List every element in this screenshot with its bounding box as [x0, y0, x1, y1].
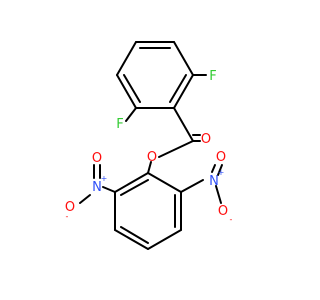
- nitro-oxygen-atom: O: [216, 150, 226, 165]
- bond: [158, 140, 194, 158]
- bond: [125, 107, 137, 122]
- bond: [114, 172, 149, 193]
- bond: [102, 186, 116, 193]
- bond: [116, 74, 137, 109]
- bond: [215, 185, 222, 204]
- bond: [147, 172, 182, 193]
- nitro-oxygen-atom: O: [218, 204, 228, 219]
- bond: [114, 229, 149, 250]
- bond: [120, 179, 149, 196]
- bond: [211, 164, 216, 173]
- nitrogen-atom: N: [92, 180, 102, 195]
- bond: [173, 107, 194, 142]
- bond: [120, 226, 149, 244]
- bond: [147, 161, 152, 174]
- fluorine-atom: F: [209, 69, 216, 84]
- positive-charge: +: [101, 174, 108, 183]
- nitro-oxygen-atom: O: [92, 151, 102, 166]
- bond: [173, 74, 194, 109]
- positive-charge: +: [218, 168, 225, 177]
- molecule-structure: F F O O N + O O - N + O O -: [65, 41, 233, 250]
- atom-labels: F F O O N + O O - N + O O -: [65, 69, 233, 224]
- negative-charge: -: [66, 212, 69, 221]
- bond: [123, 74, 141, 103]
- fluorine-atom: F: [116, 117, 123, 132]
- bond: [169, 74, 187, 103]
- negative-charge: -: [230, 215, 233, 224]
- nitro-oxygen-atom: O: [65, 200, 75, 215]
- carbonyl-oxygen-atom: O: [201, 132, 211, 147]
- bond: [79, 194, 91, 204]
- bond: [180, 179, 204, 193]
- bond: [217, 164, 223, 176]
- bond: [116, 41, 137, 76]
- bond: [147, 229, 182, 250]
- bonds: [79, 41, 223, 250]
- bond: [173, 41, 194, 76]
- ester-oxygen-atom: O: [147, 150, 157, 165]
- nitrogen-atom: N: [209, 174, 219, 189]
